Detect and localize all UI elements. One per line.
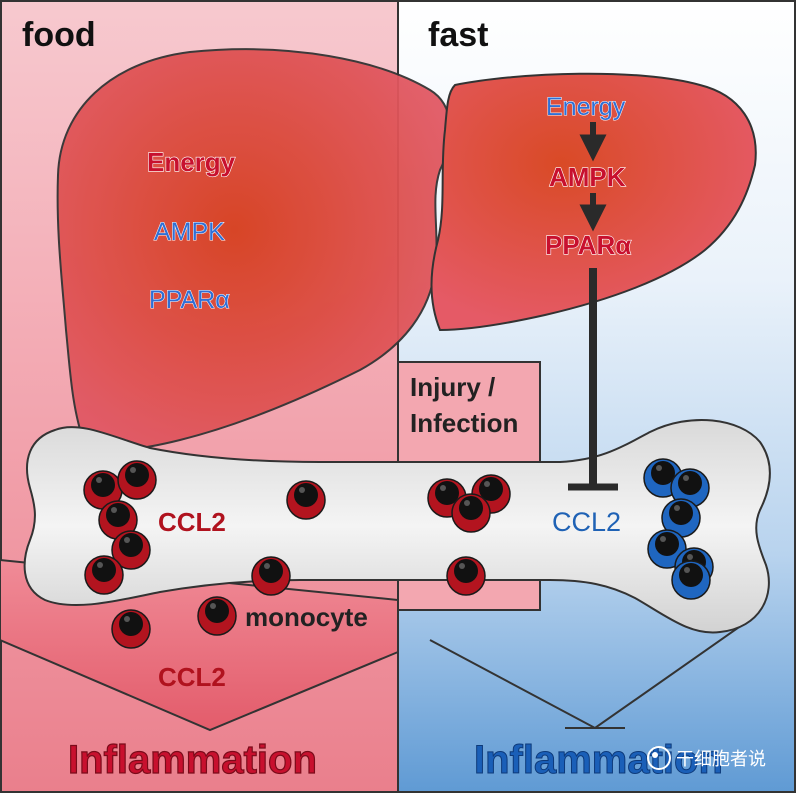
monocyte-highlight [459,563,465,569]
monocyte-highlight [684,567,690,573]
left-liver [56,48,452,452]
left-ppara-label: PPARα [149,286,230,314]
monocyte-highlight [124,616,130,622]
bone [23,418,771,634]
monocyte-nucleus [459,496,483,520]
monocyte-label: monocyte [245,602,368,632]
monocyte-nucleus [119,612,143,636]
infection-label: Infection [410,408,518,438]
monocyte-nucleus [294,483,318,507]
monocyte-highlight [687,554,693,560]
watermark-text: 干细胞者说 [676,749,766,769]
monocyte-highlight [97,562,103,568]
monocyte-nucleus [125,463,149,487]
monocyte-highlight [464,500,470,506]
monocyte-group [83,458,714,649]
monocyte-nucleus [655,532,679,556]
monocyte-highlight [210,603,216,609]
injury-label: Injury / [410,372,495,402]
monocyte-highlight [299,487,305,493]
monocyte-highlight [130,467,136,473]
monocyte-nucleus [669,501,693,525]
left-ampk-label: AMPK [154,218,225,246]
monocyte-highlight [484,481,490,487]
monocyte-nucleus [454,559,478,583]
monocyte-nucleus [679,563,703,587]
bone-ccl2-right: CCL2 [552,507,621,537]
monocyte-nucleus [92,558,116,582]
left-inflammation-label: Inflammation [68,738,317,782]
right-ampk-label: AMPK [549,162,626,192]
watermark-logo-dot-icon [652,752,658,758]
watermark-logo-icon [647,746,671,770]
monocyte-nucleus [205,599,229,623]
monocyte-highlight [683,475,689,481]
monocyte-highlight [674,505,680,511]
monocyte-highlight [656,465,662,471]
monocyte-nucleus [91,473,115,497]
monocyte-highlight [660,536,666,542]
left-energy-label: Energy [147,147,236,177]
monocyte-highlight [124,537,130,543]
monocyte-highlight [96,477,102,483]
right-energy-label: Energy [546,93,626,121]
monocyte-nucleus [106,503,130,527]
monocyte-highlight [440,485,446,491]
monocyte-highlight [264,563,270,569]
right-inflammation-label: Inflammation [474,738,723,782]
monocyte-nucleus [678,471,702,495]
monocyte-nucleus [259,559,283,583]
bone-ccl2-left: CCL2 [158,507,226,537]
header-food: food [22,16,96,54]
blood-ccl2-label: CCL2 [158,662,226,692]
header-fast: fast [428,16,488,54]
monocyte-highlight [111,507,117,513]
right-ppara-label: PPARα [545,230,631,260]
watermark: 干细胞者说 [647,746,766,770]
monocyte-nucleus [119,533,143,557]
